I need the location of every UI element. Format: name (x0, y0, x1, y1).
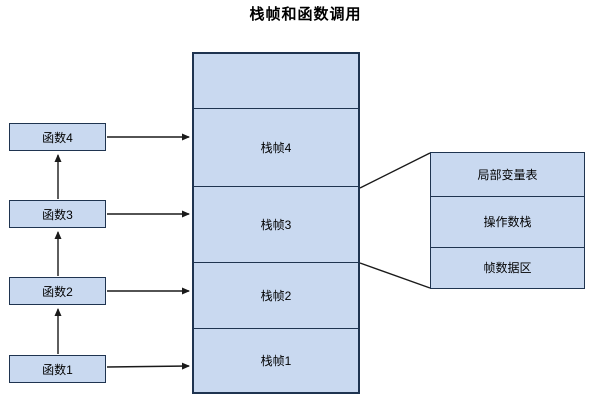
frame-detail-table: 局部变量表 操作数栈 帧数据区 (430, 152, 585, 289)
detail-row-frame-data-area: 帧数据区 (431, 248, 584, 288)
function-box-2: 函数2 (9, 277, 106, 305)
detail-row-local-variable-table: 局部变量表 (431, 153, 584, 198)
stack-frame-3-label: 栈帧3 (260, 217, 292, 232)
function-box-4-label: 函数4 (42, 130, 73, 145)
function-box-1-label: 函数1 (42, 362, 73, 377)
detail-row-frame-data-area-label: 帧数据区 (483, 261, 532, 276)
detail-row-operand-stack: 操作数栈 (431, 197, 584, 248)
function-box-3: 函数3 (9, 200, 106, 228)
detail-row-local-variable-table-label: 局部变量表 (477, 168, 538, 183)
diagram-title: 栈帧和函数调用 (249, 6, 362, 23)
function-box-3-label: 函数3 (42, 207, 73, 222)
function-box-4: 函数4 (9, 123, 106, 151)
fan-line-frame3-to-table-bottom (359, 262, 431, 289)
stack-frame-1-label: 栈帧1 (260, 353, 292, 368)
stack-frame-2: 栈帧2 (194, 263, 358, 329)
stack-frame-2-label: 栈帧2 (260, 288, 292, 303)
stack-frame-4: 栈帧4 (194, 109, 358, 188)
function-box-2-label: 函数2 (42, 284, 73, 299)
stack-frame-container: 栈帧4 栈帧3 栈帧2 栈帧1 (192, 52, 360, 394)
stack-frame-4-label: 栈帧4 (260, 141, 292, 156)
detail-row-operand-stack-label: 操作数栈 (483, 215, 532, 230)
stack-frame-3: 栈帧3 (194, 187, 358, 263)
stack-cell-empty (194, 54, 358, 110)
fan-line-frame3-to-table-top (359, 152, 431, 189)
arrow-func1-to-frame1 (106, 362, 190, 370)
function-box-1: 函数1 (9, 355, 106, 383)
stack-frame-1: 栈帧1 (194, 329, 358, 392)
